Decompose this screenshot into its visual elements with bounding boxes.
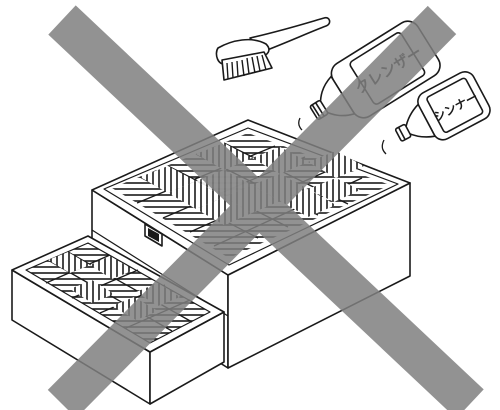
prohibition-x-icon bbox=[47, 5, 484, 410]
thinner-bottle-icon: シンナー bbox=[394, 70, 491, 142]
brush-icon bbox=[215, 16, 331, 81]
